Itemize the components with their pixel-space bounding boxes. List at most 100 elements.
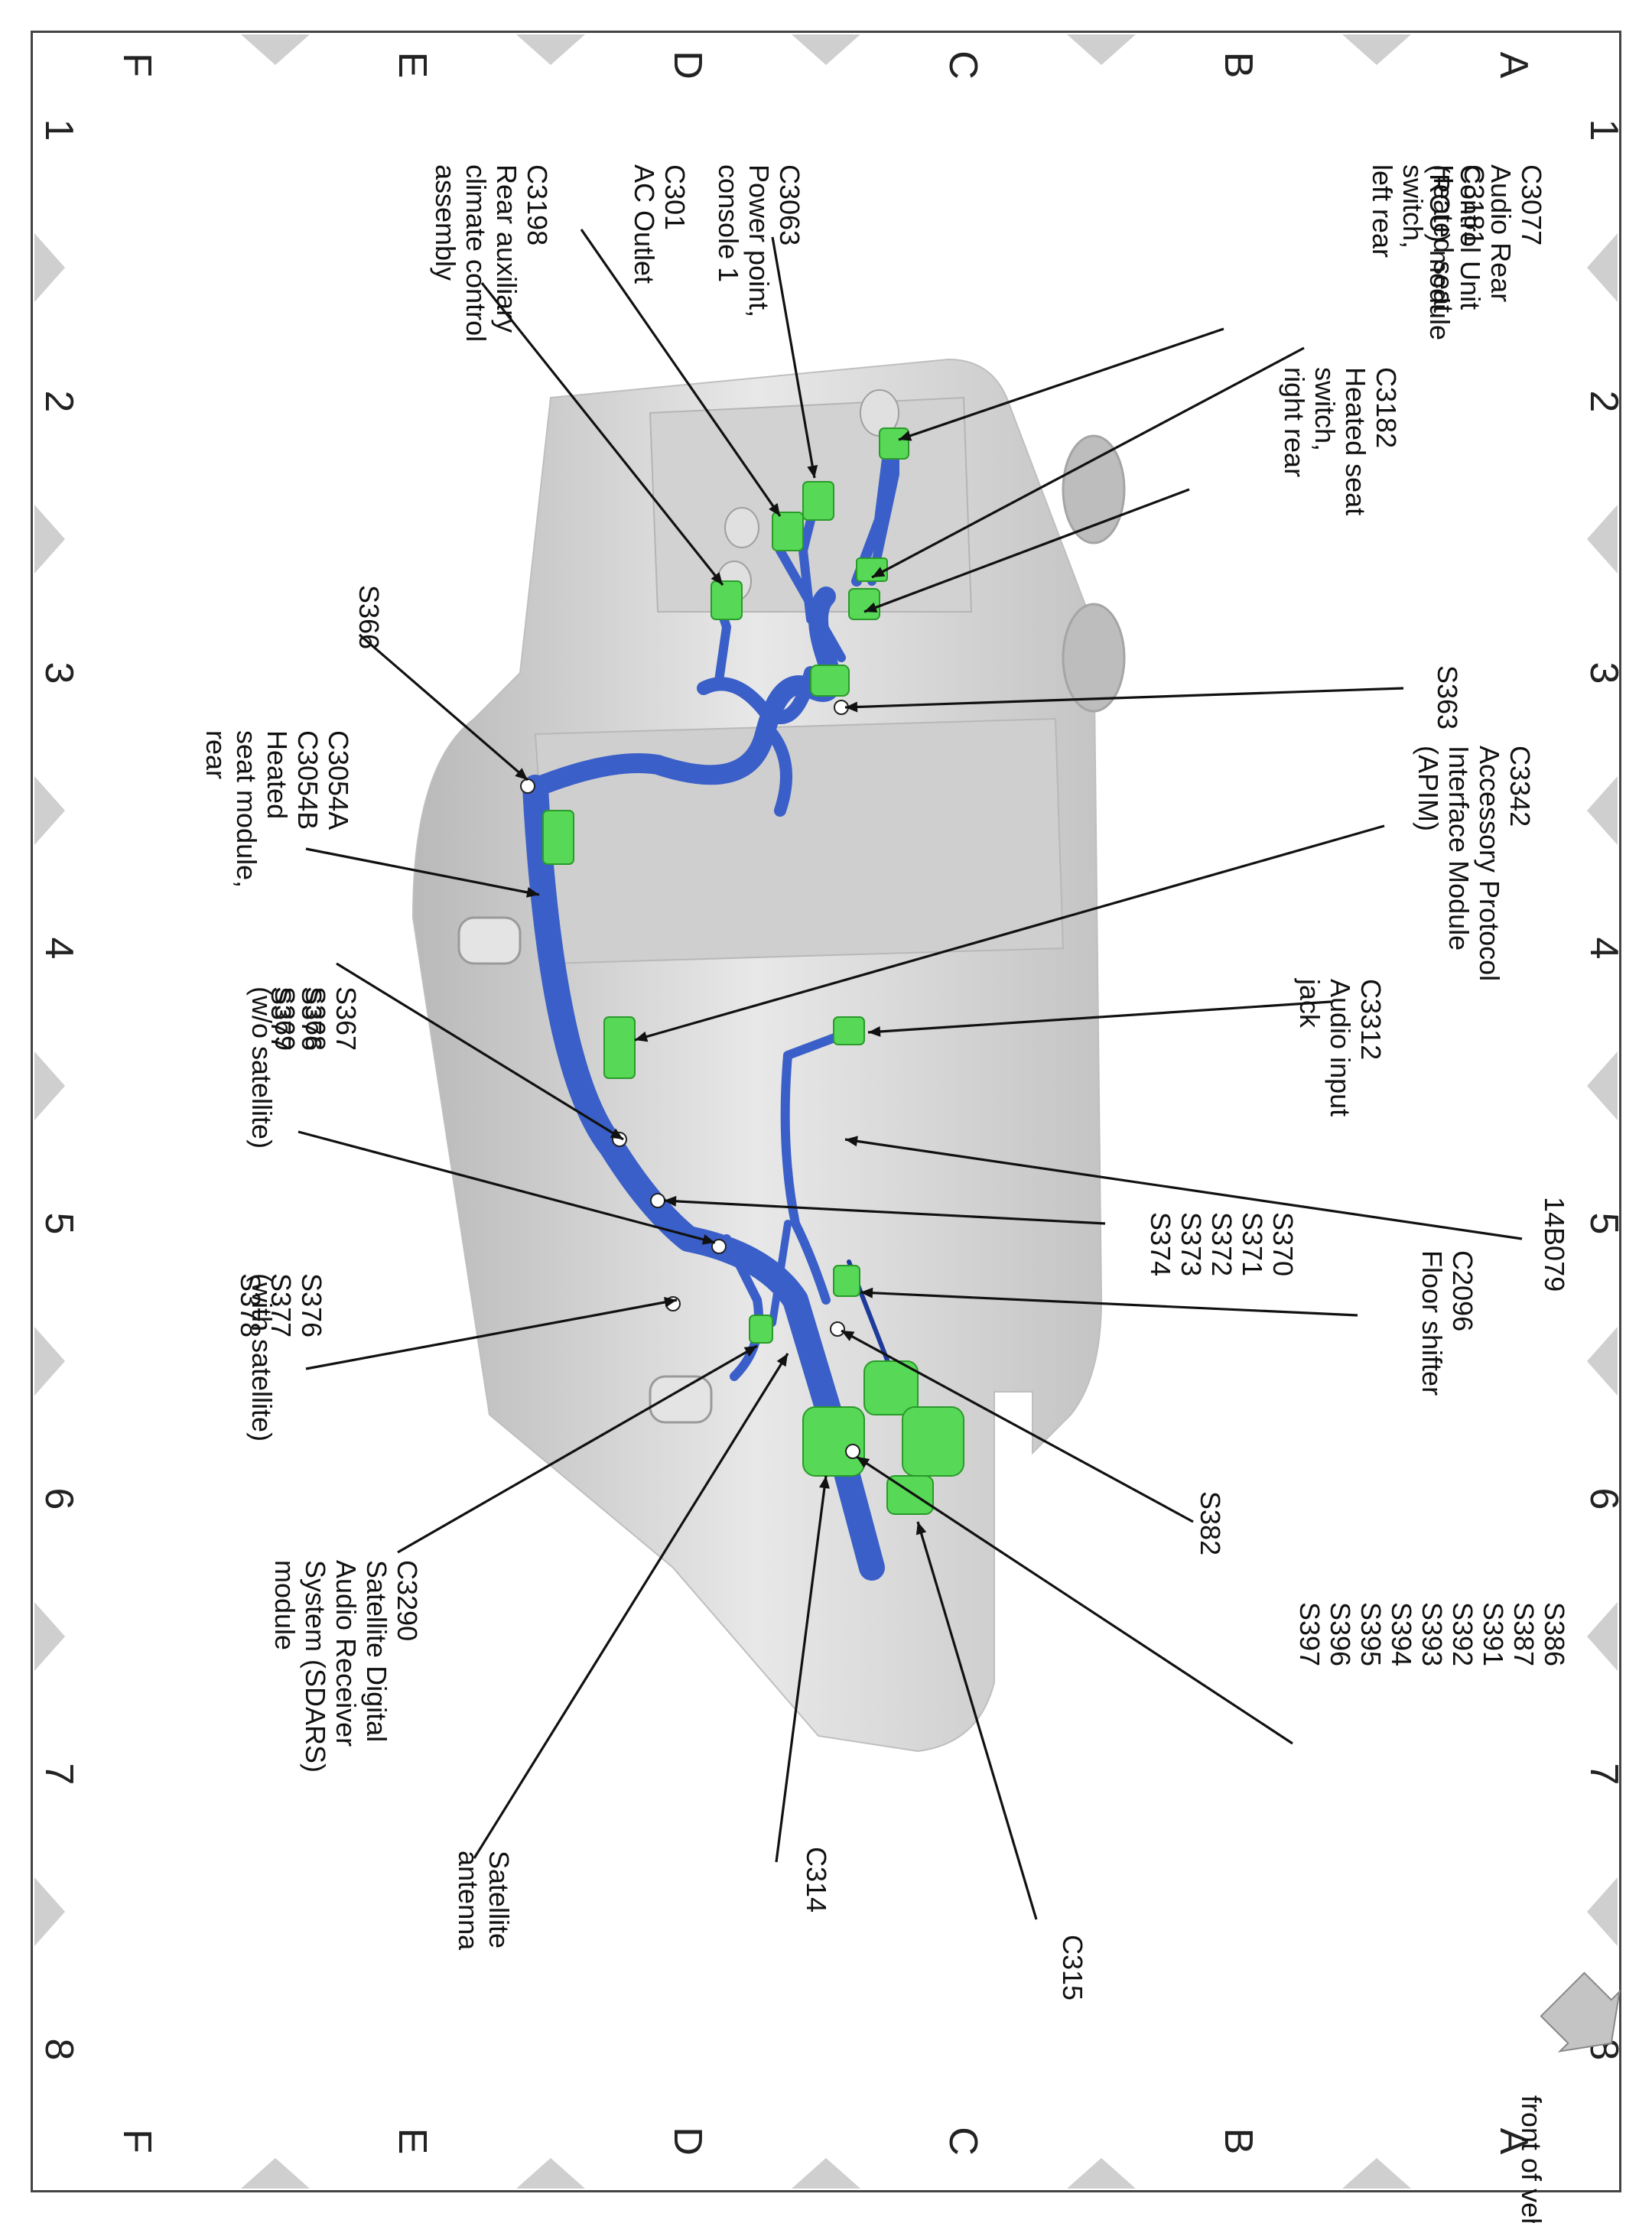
arrowhead-icon: [899, 431, 912, 441]
grid-col-8-left: 8: [37, 2039, 81, 2061]
leader-line: [305, 1298, 678, 1370]
leader-line: [358, 633, 529, 782]
label-c2096: C2096Floor shifter: [1416, 1250, 1478, 1396]
grid-row-C-bottom: C: [941, 2127, 985, 2156]
arrowhead-icon: [915, 1522, 927, 1536]
label-s376b: S376S377S378: [235, 1273, 327, 1337]
leader-line: [771, 236, 816, 479]
grid-row-A-top: A: [1491, 52, 1536, 79]
grid-marker: [1067, 34, 1136, 65]
label-s376a: S376S377: [265, 986, 327, 1051]
arrowhead-icon: [872, 567, 886, 577]
grid-marker: [1342, 34, 1411, 65]
grid-marker: [34, 1327, 65, 1396]
label-c3312: C3312Audio inputjack: [1294, 978, 1387, 1116]
leader-line: [916, 1521, 1038, 1920]
grid-marker: [34, 1602, 65, 1671]
diagram-frame: [31, 31, 1621, 2192]
grid-row-D-bottom: D: [665, 2127, 710, 2156]
grid-col-2-left: 2: [37, 391, 81, 413]
front-arrow-icon: [1540, 1971, 1621, 2052]
arrowhead-icon: [610, 1128, 623, 1139]
grid-col-1-left: 1: [37, 119, 81, 141]
arrowhead-icon: [769, 502, 780, 516]
leader-line: [863, 488, 1190, 613]
arrowhead-icon: [663, 1297, 677, 1308]
leader-line: [841, 1329, 1194, 1523]
leader-line: [580, 229, 782, 517]
grid-col-2-right: 2: [1582, 391, 1626, 413]
arrowhead-icon: [807, 465, 818, 478]
grid-row-B-top: B: [1216, 52, 1260, 79]
grid-marker: [792, 2158, 860, 2189]
leader-line: [634, 824, 1385, 1042]
grid-marker: [1587, 505, 1618, 574]
grid-col-7-right: 7: [1582, 1763, 1626, 1786]
grid-row-F-bottom: F: [115, 2129, 159, 2153]
grid-marker: [34, 1051, 65, 1120]
grid-row-A-bottom: A: [1491, 2128, 1536, 2155]
grid-markers: [34, 34, 1618, 2189]
grid-marker: [241, 34, 310, 65]
grid-marker: [34, 1877, 65, 1946]
grid-marker: [34, 233, 65, 302]
arrowhead-icon: [868, 1025, 881, 1037]
grid-marker: [1587, 1327, 1618, 1396]
label-c3182: C3182Heated seatswitch,right rear: [1279, 367, 1402, 515]
grid-marker: [1587, 233, 1618, 302]
connectors: [542, 427, 964, 1515]
grid-marker: [241, 2158, 310, 2189]
leader-line: [775, 1475, 828, 1863]
label-s386: S386S387S391S392S393S394S395S396S397: [1294, 1602, 1570, 1666]
label-c3077: C3077Audio RearControl Unit(RCU) module: [1424, 164, 1547, 340]
arrowhead-icon: [857, 1457, 870, 1468]
grid-row-C-top: C: [941, 50, 985, 80]
grid-marker: [1587, 1602, 1618, 1671]
grid-marker: [1587, 776, 1618, 845]
arrowhead-icon: [845, 701, 858, 713]
leader-line: [844, 687, 1404, 709]
grid-row-E-bottom: E: [390, 2128, 434, 2155]
grid-marker: [34, 505, 65, 574]
grid-marker: [1342, 2158, 1411, 2189]
grid-marker: [516, 34, 585, 65]
grid-col-3-left: 3: [37, 662, 81, 684]
label-s382: S382: [1195, 1491, 1226, 1555]
label-b14b079: 14B079: [1539, 1197, 1570, 1292]
label-s363: S363: [1432, 665, 1463, 730]
label-sat_ant: Satelliteantenna: [453, 1851, 515, 1951]
label-w_sat: (with satellite): [246, 1273, 278, 1441]
grid-row-D-top: D: [665, 50, 710, 80]
grid-col-5-left: 5: [37, 1213, 81, 1235]
grid-col-6-right: 6: [1582, 1488, 1626, 1510]
leader-line: [898, 327, 1224, 441]
leader-line: [480, 282, 724, 586]
leader-line: [298, 1130, 716, 1244]
grid-marker: [1587, 1877, 1618, 1946]
arrowhead-icon: [845, 1136, 858, 1147]
grid-col-5-right: 5: [1582, 1213, 1626, 1235]
label-wo_sat: (w/o satellite): [246, 986, 278, 1149]
leader-line: [473, 1353, 789, 1859]
arrowhead-icon: [864, 602, 878, 613]
grid-col-1-right: 1: [1582, 119, 1626, 141]
leader-line: [860, 1291, 1358, 1317]
label-s367: S367S368S369: [269, 986, 362, 1051]
center-console: [411, 358, 1126, 1753]
grid-col-7-left: 7: [37, 1763, 81, 1786]
leader-line: [336, 962, 624, 1141]
arrowhead-icon: [711, 572, 723, 585]
arrowhead-icon: [776, 1354, 788, 1367]
grid-marker: [1587, 1051, 1618, 1120]
grid-row-B-bottom: B: [1216, 2128, 1260, 2155]
arrowhead-icon: [743, 1346, 757, 1357]
label-c314: C314: [801, 1847, 832, 1913]
leader-line: [305, 847, 540, 896]
arrowhead-icon: [664, 1195, 677, 1207]
leader-line: [663, 1199, 1106, 1225]
label-c3181: C3181Heated seatswitch,left rear: [1367, 164, 1490, 313]
leader-lines: [298, 229, 1523, 1920]
leader-line: [844, 1138, 1523, 1240]
